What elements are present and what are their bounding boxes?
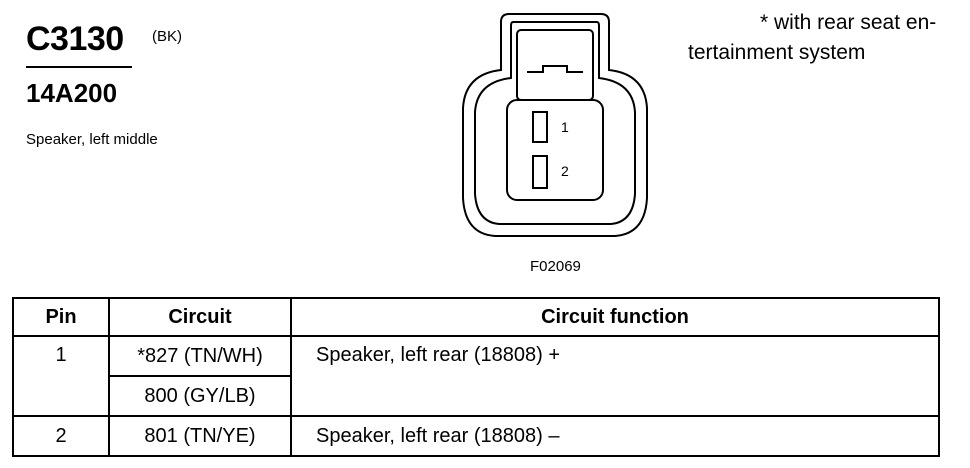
connector-color-code: (BK) [152,28,182,45]
function-cell: Speaker, left rear (18808) + [290,335,940,417]
header-circuit: Circuit [108,297,292,337]
footnote: * with rear seat en- tertainment system [688,8,958,68]
part-number: 14A200 [26,78,118,108]
connector-outer-housing [462,13,648,237]
table-header-row: Pin Circuit Circuit function [12,297,940,337]
connector-description: Speaker, left middle [26,131,158,148]
table-row: 1 *827 (TN/WH) Speaker, left rear (18808… [12,335,940,417]
pin-2-label: 2 [561,163,569,179]
figure-code: F02069 [530,258,581,275]
pin-cell: 2 [12,415,110,457]
pin-2-cavity [532,155,548,189]
title-underline [26,66,132,68]
circuit-cell: *827 (TN/WH) [108,335,292,377]
connector-id: C3130 [26,20,124,58]
connector-latch [527,65,583,73]
pin-1-label: 1 [561,119,569,135]
table-row: 2 801 (TN/YE) Speaker, left rear (18808)… [12,415,940,457]
circuit-cell: 800 (GY/LB) [108,375,292,417]
connector-cavity-block [506,99,604,201]
table-row: 800 (GY/LB) [13,375,939,417]
pin-1-cavity [532,111,548,143]
function-cell: Speaker, left rear (18808) – [290,415,940,457]
connector-inner-housing [474,21,636,225]
footnote-line-2: tertainment system [688,41,866,64]
header-circuit-function: Circuit function [290,297,940,337]
pin-cell: 1 [12,335,110,417]
header-pin: Pin [12,297,110,337]
connector-face-diagram: 1 2 [462,13,648,237]
footnote-line-1: * with rear seat en- [760,11,937,34]
pin-table: Pin Circuit Circuit function 1 *827 (TN/… [12,297,940,457]
circuit-cell: 801 (TN/YE) [108,415,292,457]
